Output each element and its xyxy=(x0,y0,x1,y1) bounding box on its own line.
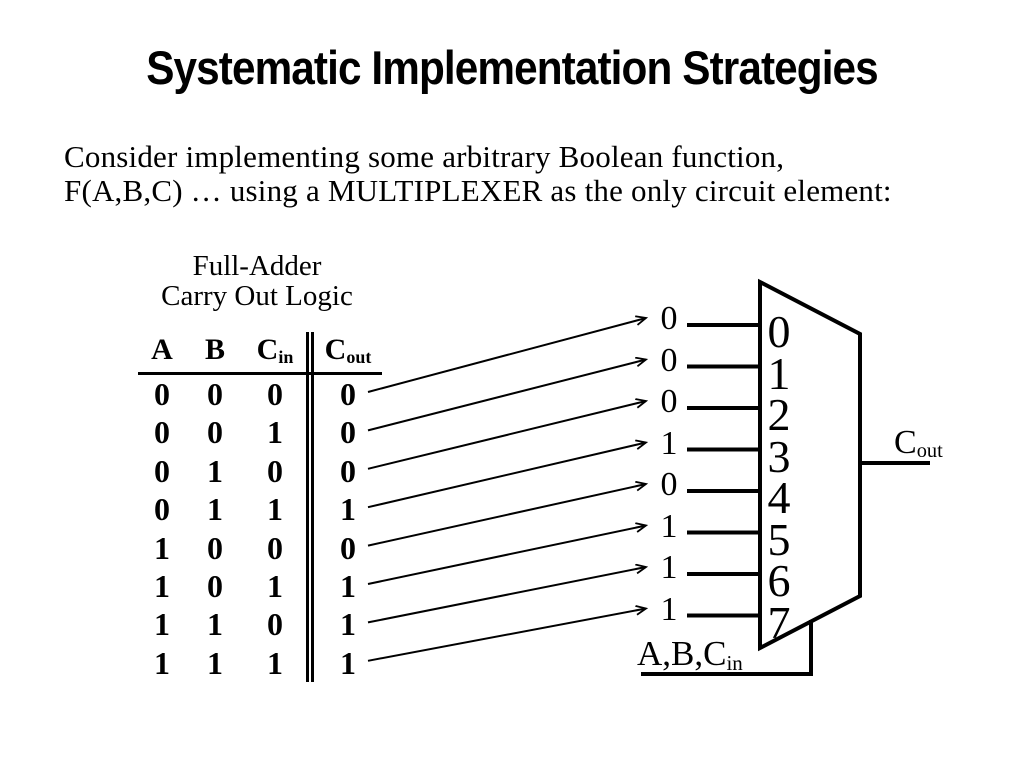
table-cell: A xyxy=(138,332,186,372)
mux-port-number: 5 xyxy=(767,513,791,565)
row-to-input-arrow xyxy=(367,360,646,432)
mux-input-value: 1 xyxy=(660,424,678,462)
table-cell: 1 xyxy=(267,644,283,681)
table-cell: 0 xyxy=(207,529,223,566)
row-to-input-arrow xyxy=(367,567,646,624)
select-label-base: A,B,C xyxy=(637,634,727,673)
table-cell: 1 xyxy=(267,414,283,451)
table-cell: 0 xyxy=(154,452,170,489)
header-base: C xyxy=(256,333,279,366)
table-cell: 0 xyxy=(267,376,283,412)
output-label: Cout xyxy=(894,424,943,462)
table-cell: 1 xyxy=(207,644,223,681)
table-cell: 0 xyxy=(267,452,283,489)
row-to-input-arrow xyxy=(367,443,646,509)
header-base: B xyxy=(204,333,225,366)
table-cell: 0 xyxy=(267,606,283,643)
table-cell: 0 xyxy=(306,451,382,491)
mux-input-value: 0 xyxy=(660,466,678,503)
table-caption: Full-Adder Carry Out Logic xyxy=(137,251,377,311)
table-cell: 0 xyxy=(306,413,382,452)
select-wire xyxy=(641,620,813,676)
table-cell: 1 xyxy=(207,491,223,528)
row-to-input-arrow xyxy=(367,526,646,585)
header-base: C xyxy=(324,333,347,366)
table-cell: 1 xyxy=(267,491,283,528)
table-caption-line-2: Carry Out Logic xyxy=(161,280,353,312)
header-base: A xyxy=(151,333,173,366)
table-cell: 0 xyxy=(154,414,170,451)
intro-paragraph: Consider implementing some arbitrary Boo… xyxy=(64,140,892,208)
table-cell: Cout xyxy=(306,332,382,372)
table-cell: 1 xyxy=(207,452,223,489)
intro-line-1: Consider implementing some arbitrary Boo… xyxy=(64,139,785,174)
table-caption-line-1: Full-Adder xyxy=(192,250,322,282)
mux-body xyxy=(758,278,862,652)
mux-input-value: 0 xyxy=(660,341,678,379)
mux-port-number: 7 xyxy=(767,596,791,648)
mux-port-number: 6 xyxy=(767,555,791,606)
table-cell: 0 xyxy=(154,491,170,528)
mux-port-number: 2 xyxy=(767,389,791,440)
slide-title: Systematic Implementation Strategies xyxy=(146,41,879,94)
table-cell: Cin xyxy=(244,332,306,372)
select-label: A,B,Cin xyxy=(637,634,743,675)
row-to-input-arrow xyxy=(367,401,646,470)
table-cell: B xyxy=(186,332,244,372)
table-cell: 0 xyxy=(306,528,382,567)
select-label-sub: in xyxy=(726,650,743,675)
table-cell: 1 xyxy=(154,606,170,643)
table-cell: 1 xyxy=(306,605,382,644)
table-cell: 0 xyxy=(207,567,223,604)
output-label-base: C xyxy=(894,424,917,461)
table-cell: 0 xyxy=(207,376,223,412)
table-cell: 0 xyxy=(154,376,170,412)
intro-line-2: F(A,B,C) … using a MULTIPLEXER as the on… xyxy=(64,173,892,208)
mux-port-number: 4 xyxy=(767,472,791,523)
mux-input-value: 0 xyxy=(660,300,678,337)
table-cell: 1 xyxy=(306,490,382,529)
output-label-sub: out xyxy=(916,440,943,463)
row-to-input-arrow xyxy=(367,318,646,393)
mux-port-number: 3 xyxy=(767,430,791,482)
table-cell: 0 xyxy=(267,529,283,566)
table-cell: 0 xyxy=(207,414,223,451)
header-subscript: out xyxy=(346,346,372,367)
row-to-input-arrow xyxy=(367,484,646,547)
table-cell: 1 xyxy=(207,606,223,643)
table-cell: 1 xyxy=(306,643,382,683)
mux-input-value: 0 xyxy=(660,383,678,420)
table-cell: 1 xyxy=(154,567,170,604)
mux-port-number: 1 xyxy=(767,347,791,399)
table-cell: 1 xyxy=(154,529,170,566)
table-cell: 1 xyxy=(267,567,283,604)
table-cell: 0 xyxy=(306,375,382,414)
table-cell: 1 xyxy=(154,644,170,681)
mux-input-value: 1 xyxy=(660,507,678,545)
header-subscript: in xyxy=(278,346,294,367)
table-cell: 1 xyxy=(306,566,382,606)
mux-port-number: 0 xyxy=(767,306,791,357)
mux-input-value: 1 xyxy=(660,590,678,628)
row-to-input-arrow xyxy=(367,609,646,662)
mux-input-value: 1 xyxy=(660,549,678,586)
